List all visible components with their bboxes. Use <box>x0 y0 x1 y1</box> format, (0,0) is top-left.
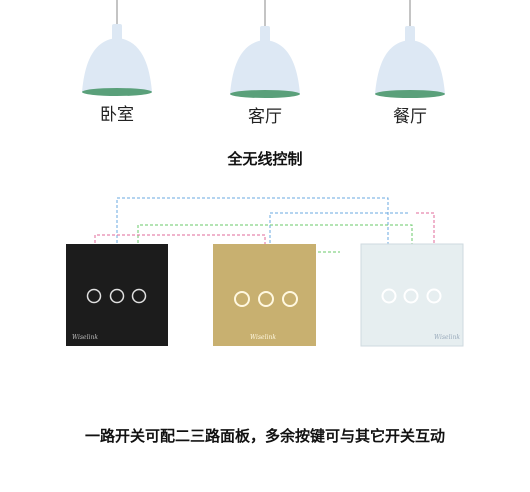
panel-button[interactable] <box>426 288 442 304</box>
panel-button[interactable] <box>403 288 419 304</box>
panel-button[interactable] <box>282 291 298 307</box>
panel-button[interactable] <box>234 291 250 307</box>
switch-panel-black <box>66 244 168 346</box>
lamp-label-dining-room: 餐厅 <box>393 107 427 127</box>
switch-panel-white <box>360 243 464 347</box>
panel-button[interactable] <box>381 288 397 304</box>
panel-brand-logo: Wiselink <box>434 334 460 341</box>
panel-button[interactable] <box>109 288 125 304</box>
panel-brand-logo: Wiselink <box>72 334 98 341</box>
panel-brand-logo: Wiselink <box>250 334 276 341</box>
panel-button[interactable] <box>258 291 274 307</box>
caption: 一路开关可配二三路面板，多余按键可与其它开关互动 <box>84 427 445 445</box>
lamp-living-room <box>230 0 300 98</box>
lamp-label-living-room: 客厅 <box>248 107 282 127</box>
lamp-dining-room <box>375 0 445 98</box>
lamp-bedroom <box>82 0 152 96</box>
switch-panel-gold <box>213 244 316 346</box>
lamp-label-bedroom: 卧室 <box>100 105 134 125</box>
panel-button[interactable] <box>86 288 102 304</box>
panel-button[interactable] <box>131 288 147 304</box>
headline: 全无线控制 <box>227 150 303 168</box>
